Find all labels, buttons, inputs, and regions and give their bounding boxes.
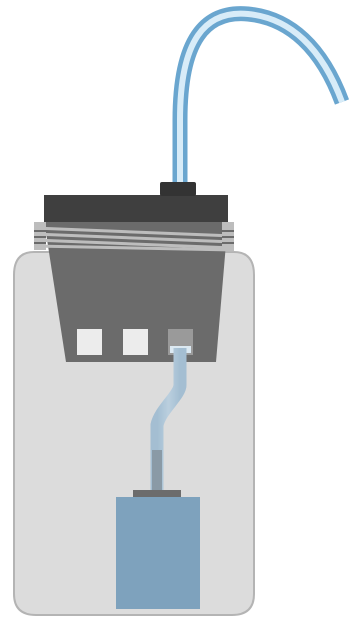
weight-block <box>116 497 200 609</box>
tube-connector <box>160 182 196 196</box>
outer-tube-highlight <box>177 10 345 183</box>
cap-top <box>44 195 228 222</box>
cap-window-1 <box>77 329 102 355</box>
cap-body <box>44 220 228 362</box>
inner-tube <box>150 348 187 495</box>
outer-tube <box>172 6 350 183</box>
cap-threads <box>33 226 235 252</box>
cap-window-2 <box>123 329 148 355</box>
weight-cap <box>133 490 181 500</box>
